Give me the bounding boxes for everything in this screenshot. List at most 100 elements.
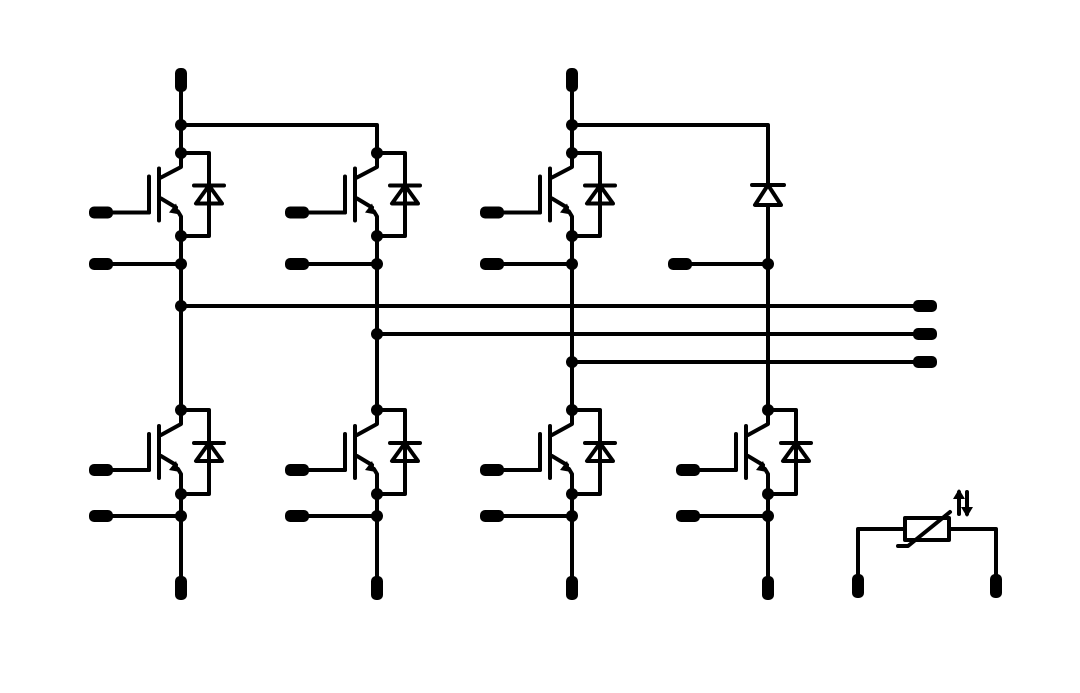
devices	[111, 151, 813, 496]
phase-output-junction	[566, 356, 578, 368]
aux-pin-upper-4	[668, 258, 692, 270]
diode-loop	[375, 408, 407, 496]
aux-emitter-junction	[371, 258, 383, 270]
gate-terminal-pin	[480, 464, 504, 476]
diode-loop	[375, 151, 407, 238]
emitter-lead	[550, 454, 569, 467]
emitter-junction	[762, 488, 774, 500]
aux-emitter-pin-lower-4	[676, 510, 700, 522]
freewheel-diode-icon	[194, 183, 224, 206]
igbt-icon-upper-1	[111, 151, 226, 238]
freewheel-diode-icon	[781, 441, 811, 463]
igbt-icon-lower-4	[698, 408, 813, 496]
emitter-lead	[355, 196, 374, 210]
dc-minus-terminal-2	[371, 576, 383, 600]
freewheel-diode-icon	[194, 441, 224, 463]
dc-minus-terminal-1	[175, 576, 187, 600]
emitter-junction	[566, 230, 578, 242]
dc-plus-terminal-2	[566, 68, 578, 92]
diode-icon	[753, 183, 783, 207]
gate-terminal-pin	[89, 464, 113, 476]
emitter-junction	[371, 230, 383, 242]
freewheel-diode-icon	[390, 183, 420, 206]
gate-terminal-pin	[285, 206, 309, 219]
aux-emitter-pin-lower-1	[89, 510, 113, 522]
aux-emitter-pin-lower-3	[480, 510, 504, 522]
collector-junction	[175, 404, 187, 416]
junction-dot	[175, 119, 187, 131]
phase-output-pin-2	[913, 328, 937, 340]
emitter-junction	[566, 488, 578, 500]
dc-minus-terminal-3	[566, 576, 578, 600]
aux-emitter-junction	[566, 258, 578, 270]
emitter-lead	[159, 454, 178, 467]
emitter-junction	[371, 488, 383, 500]
ntc-arrow-up-head	[953, 489, 965, 499]
aux-emitter-pin-upper-2	[285, 258, 309, 270]
ntc-terminal-2	[990, 574, 1002, 598]
aux-emitter-pin-lower-2	[285, 510, 309, 522]
dc-plus-link-2	[570, 123, 770, 187]
phase-output-pin-3	[913, 356, 937, 368]
gate-terminal-pin	[89, 206, 113, 219]
ntc-terminal-1	[852, 574, 864, 598]
ntc-slash	[896, 510, 952, 548]
igbt-icon-lower-2	[307, 408, 422, 496]
phase-output-junction	[175, 300, 187, 312]
aux-emitter-junction	[566, 510, 578, 522]
junction-dots	[175, 119, 774, 522]
emitter-lead	[746, 454, 765, 467]
igbt-icon-lower-1	[111, 408, 226, 496]
freewheel-diode-icon	[390, 441, 420, 463]
collector-junction	[566, 147, 578, 159]
emitter-junction	[175, 230, 187, 242]
emitter-stub	[567, 467, 574, 496]
diode-loop	[570, 408, 602, 496]
dc-plus-link-1	[179, 123, 379, 155]
aux-emitter-junction	[175, 510, 187, 522]
emitter-stub	[567, 209, 574, 238]
terminal-pins	[89, 68, 1002, 600]
phase-output-pin-1	[913, 300, 937, 312]
gate-terminal-pin	[285, 464, 309, 476]
gate-terminal-pin	[480, 206, 504, 219]
collector-junction	[566, 404, 578, 416]
diode-loop	[766, 408, 798, 496]
emitter-stub	[763, 467, 770, 496]
igbt-icon-upper-3	[502, 151, 617, 238]
junction-dot	[566, 119, 578, 131]
emitter-lead	[159, 196, 178, 210]
emitter-lead	[355, 454, 374, 467]
wires	[99, 90, 927, 580]
ntc-thermistor-icon	[856, 489, 998, 578]
collector-junction	[762, 404, 774, 416]
emitter-stub	[176, 467, 183, 496]
emitter-stub	[372, 467, 379, 496]
dc-plus-terminal-1	[175, 68, 187, 92]
phase-output-junction	[371, 328, 383, 340]
gate-terminal-pin	[676, 464, 700, 476]
collector-junction	[371, 404, 383, 416]
collector-junction	[175, 147, 187, 159]
dc-minus-terminal-4	[762, 576, 774, 600]
igbt-icon-upper-2	[307, 151, 422, 238]
junction-dot	[762, 258, 774, 270]
diode-loop	[179, 408, 211, 496]
aux-emitter-pin-upper-3	[480, 258, 504, 270]
aux-emitter-junction	[175, 258, 187, 270]
diode-loop	[570, 151, 602, 238]
collector-junction	[371, 147, 383, 159]
ntc-body	[903, 516, 951, 542]
aux-emitter-junction	[371, 510, 383, 522]
emitter-stub	[372, 209, 379, 238]
igbt-icon-lower-3	[502, 408, 617, 496]
emitter-stub	[176, 209, 183, 238]
diode-loop	[179, 151, 211, 238]
ntc-lead-right	[947, 527, 998, 578]
aux-emitter-junction	[762, 510, 774, 522]
emitter-junction	[175, 488, 187, 500]
ntc-arrow-down-head	[961, 507, 973, 517]
emitter-lead	[550, 196, 569, 210]
aux-emitter-pin-upper-1	[89, 258, 113, 270]
